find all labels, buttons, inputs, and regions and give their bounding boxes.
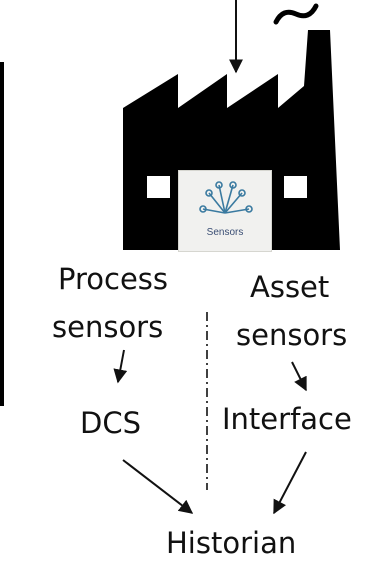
sensors-label: Sensors — [206, 227, 244, 238]
arrow-asset-to-interface — [291, 361, 307, 392]
factory-window — [147, 176, 170, 198]
asset-sensors-label-line1: Asset — [250, 270, 330, 304]
sensors-badge: Sensors — [178, 170, 272, 252]
historian-label: Historian — [166, 526, 297, 560]
process-sensors-label-line1: Process — [58, 262, 169, 296]
arrow-process-to-dcs — [113, 349, 128, 384]
sensor-network-icon — [199, 181, 253, 214]
left-edge-line — [0, 62, 4, 406]
arrow-interface-to-historian — [273, 451, 307, 515]
dcs-label: DCS — [80, 406, 141, 440]
factory-window — [284, 176, 307, 198]
arrow-dcs-to-historian — [122, 459, 194, 514]
process-sensors-label-line2: sensors — [52, 310, 164, 344]
asset-sensors-label-line2: sensors — [236, 318, 348, 352]
smoke-icon — [273, 3, 319, 25]
interface-label: Interface — [222, 402, 352, 436]
